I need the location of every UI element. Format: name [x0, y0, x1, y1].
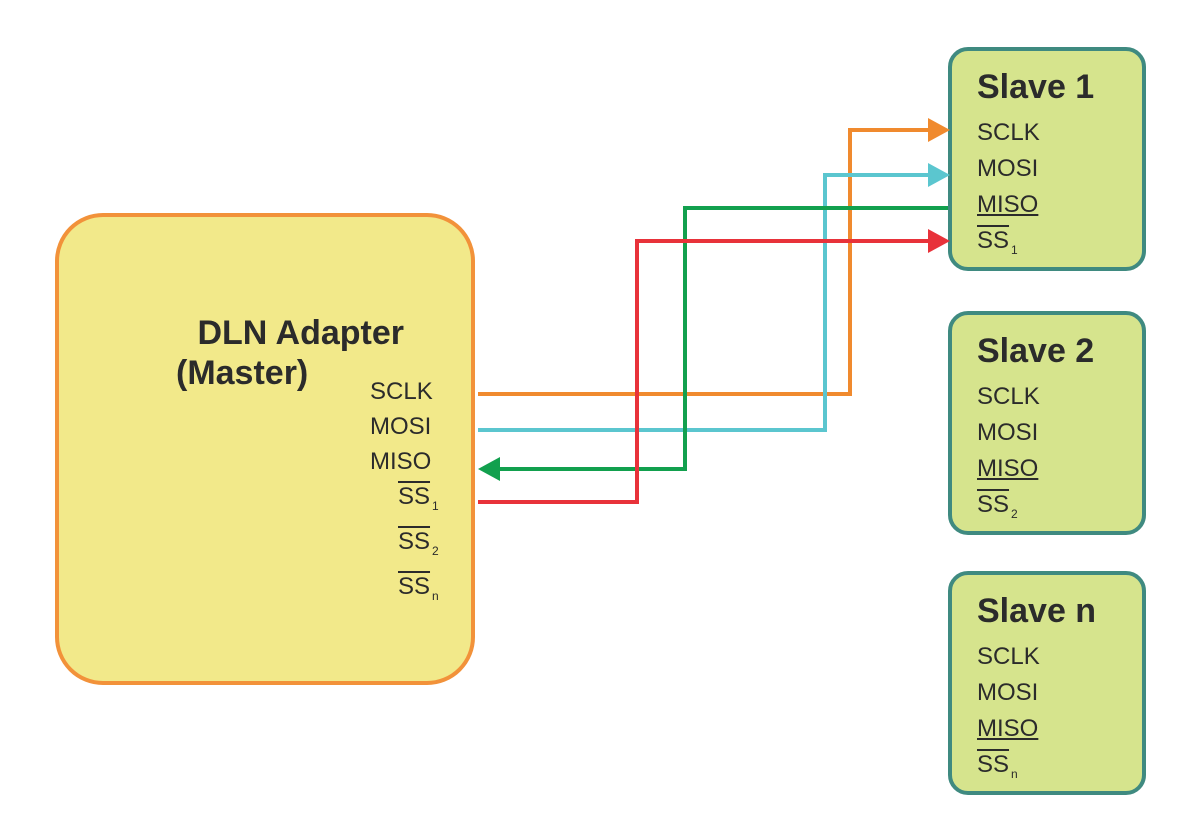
- slave-2-title: Slave 2: [977, 332, 1095, 370]
- slave-1-pin-miso: MISO: [977, 191, 1039, 218]
- slave-n-title: Slave n: [977, 592, 1097, 630]
- mosi-arrowhead: [928, 163, 950, 187]
- slave-1-title: Slave 1: [977, 68, 1095, 106]
- miso-wire: [500, 206, 948, 471]
- master-title-line2: (Master): [176, 354, 309, 392]
- master-pin-mosi: MOSI: [370, 413, 432, 440]
- slave-2-pin-mosi: MOSI: [977, 419, 1039, 446]
- slave-n-pin-miso: MISO: [977, 715, 1039, 742]
- master-pin-sclk: SCLK: [370, 378, 433, 405]
- slave-2-pin-miso: MISO: [977, 455, 1039, 482]
- slave-2-pin-sclk: SCLK: [977, 383, 1040, 410]
- master-title-line1: DLN Adapter: [197, 314, 404, 352]
- slave-n-pin-mosi: MOSI: [977, 679, 1039, 706]
- slave-1-pin-sclk: SCLK: [977, 119, 1040, 146]
- mosi-wire: [478, 173, 930, 432]
- master-pin-miso: MISO: [370, 448, 432, 475]
- master-title: DLN Adapter (Master): [130, 313, 404, 393]
- ss1-wire: [478, 239, 930, 504]
- slave-1-pin-mosi: MOSI: [977, 155, 1039, 182]
- miso-arrowhead: [478, 457, 500, 481]
- master-box: [55, 213, 475, 685]
- slave-n-pin-sclk: SCLK: [977, 643, 1040, 670]
- sclk-wire: [478, 128, 930, 396]
- ss1-arrowhead: [928, 229, 950, 253]
- sclk-arrowhead: [928, 118, 950, 142]
